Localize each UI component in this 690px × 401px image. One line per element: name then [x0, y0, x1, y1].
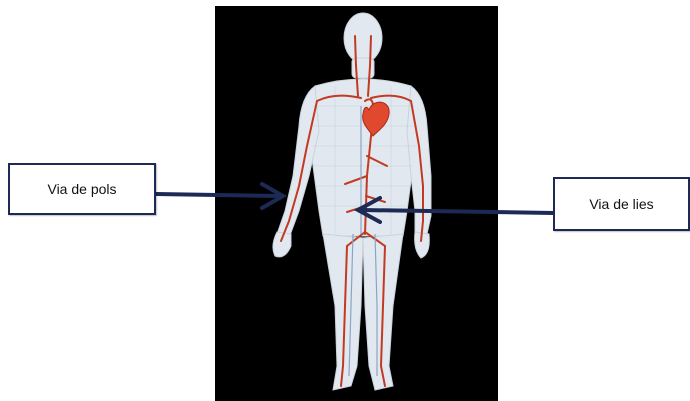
- femoral-access-label-box: Via de lies: [553, 177, 690, 231]
- radial-access-label: Via de pols: [47, 181, 116, 197]
- body-silhouette: [273, 13, 431, 390]
- anatomy-figure-panel: [215, 6, 498, 401]
- radial-access-label-box: Via de pols: [8, 163, 156, 215]
- femoral-access-label: Via de lies: [589, 196, 653, 212]
- human-body-illustration: [215, 6, 498, 401]
